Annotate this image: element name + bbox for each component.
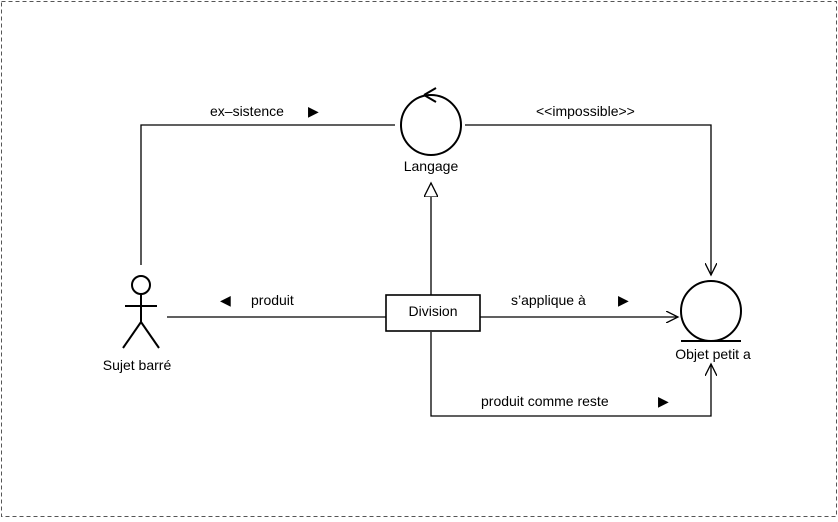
node-objet[interactable]: Objet petit a [675, 280, 751, 362]
edge-reste [430, 332, 711, 417]
node-langage-label: Langage [404, 158, 459, 174]
edge-reste-label: produit comme reste [481, 393, 609, 409]
entity-icon [680, 280, 742, 342]
node-objet-label: Objet petit a [675, 346, 751, 362]
edge-impossible [465, 124, 711, 275]
node-division-label: Division [408, 303, 457, 319]
direction-arrow-icon: ▶ [658, 393, 669, 409]
division-box [385, 294, 481, 332]
actor-icon [122, 275, 160, 349]
edge-impossible-label: <<impossible>> [536, 103, 635, 119]
node-division[interactable]: Division [385, 294, 481, 332]
direction-arrow-icon: ▶ [618, 292, 629, 308]
control-arrow-icon [423, 87, 437, 103]
node-sujet-label: Sujet barré [103, 357, 172, 373]
langage-control-icon [400, 94, 462, 156]
edge-applique-label: s’applique à [511, 292, 586, 308]
edge-existence-label: ex–sistence [210, 103, 284, 119]
direction-arrow-icon: ▶ [308, 103, 319, 119]
direction-arrow-icon: ◀ [220, 292, 231, 308]
node-langage[interactable]: Langage [400, 87, 462, 174]
edge-produit-label: produit [251, 292, 294, 308]
edge-existence [140, 124, 395, 265]
node-sujet[interactable]: Sujet barré [103, 275, 172, 373]
